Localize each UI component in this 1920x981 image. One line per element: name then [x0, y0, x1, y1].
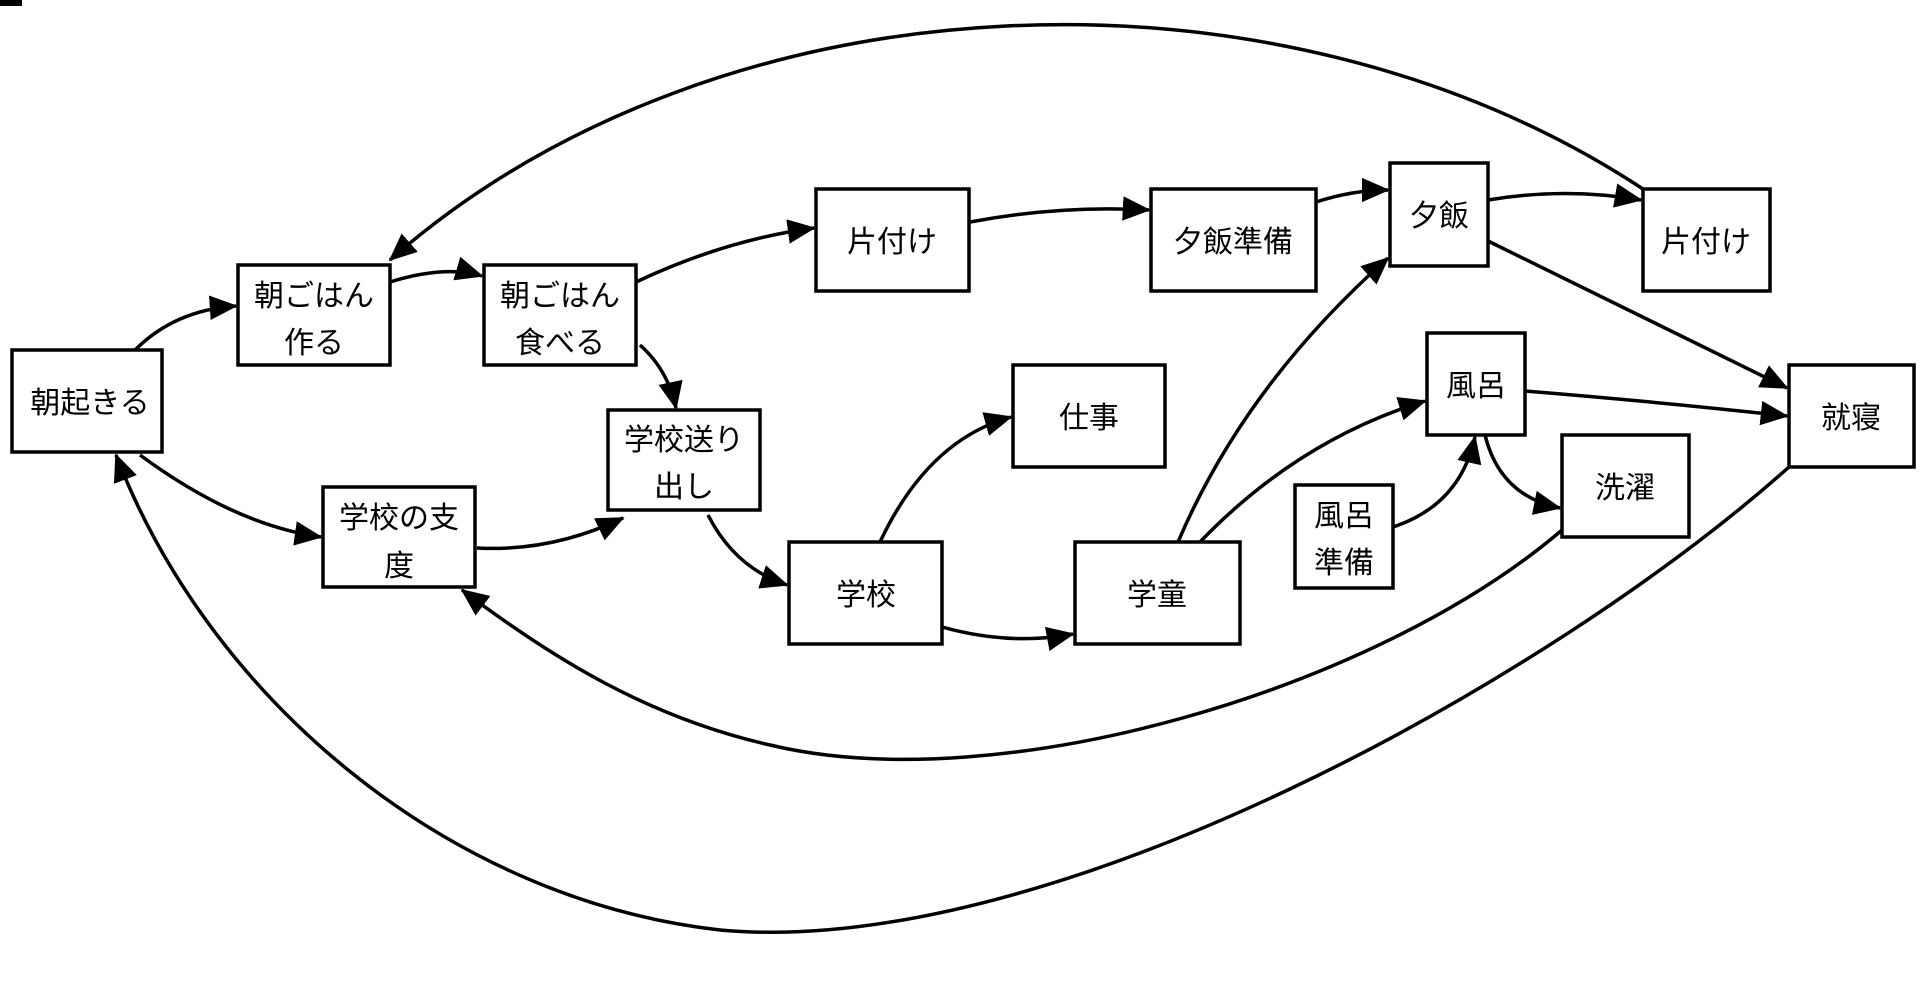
node-label-sleep-line1: 就寝	[1821, 401, 1881, 436]
node-label-eat_bf-line2: 食べる	[515, 326, 605, 361]
node-box-cleanup2	[1641, 187, 1772, 293]
node-box-dinner_prep	[1149, 187, 1318, 293]
node-wake: 朝起きる	[10, 348, 164, 454]
node-label-school_prep-line1: 学校の支	[339, 501, 459, 536]
node-sleep: 就寝	[1787, 363, 1916, 469]
node-label-cleanup1-line1: 片付け	[847, 225, 937, 260]
edge-gakudo-to-bath	[1198, 397, 1427, 544]
edge-gakudo-to-dinner	[1176, 256, 1390, 543]
node-box-school	[787, 540, 944, 646]
edge-wake-to-school_prep	[138, 453, 323, 546]
edge-dinner_prep-to-dinner	[1315, 177, 1390, 204]
node-box-bath_prep	[1293, 483, 1395, 590]
node-label-send_off-line2: 出し	[654, 470, 714, 505]
node-label-dinner-line1: 夕飯	[1409, 199, 1469, 234]
node-label-send_off-line1: 学校送り	[624, 423, 744, 458]
edge-bath-to-laundry	[1483, 434, 1562, 515]
node-label-make_bf-line2: 作る	[284, 326, 344, 361]
edge-cleanup2-to-make_bf	[388, 22, 1644, 262]
edge-eat_bf-to-send_off	[638, 343, 683, 410]
node-box-gakudo	[1073, 540, 1242, 646]
node-cleanup1: 片付け	[814, 187, 971, 293]
edge-bath_prep-to-bath	[1392, 435, 1482, 529]
edge-sleep-to-wake	[113, 453, 1791, 934]
node-label-gakudo-line1: 学童	[1127, 578, 1187, 613]
edge-school_prep-to-send_off	[476, 516, 625, 551]
node-box-send_off	[606, 408, 762, 512]
node-cleanup2: 片付け	[1641, 187, 1772, 293]
node-label-school_prep-line2: 度	[384, 549, 414, 584]
node-label-bath_prep-line1: 風呂	[1314, 499, 1374, 534]
node-dinner: 夕飯	[1388, 161, 1490, 268]
node-label-laundry-line1: 洗濯	[1595, 471, 1655, 506]
edges-layer	[113, 22, 1791, 934]
edge-cleanup1-to-dinner_prep	[969, 196, 1151, 224]
node-box-cleanup1	[814, 187, 971, 293]
node-bath: 風呂	[1425, 331, 1527, 437]
node-dinner_prep: 夕飯準備	[1149, 187, 1318, 293]
node-laundry: 洗濯	[1560, 433, 1691, 539]
node-label-make_bf-line1: 朝ごはん	[254, 279, 374, 314]
node-label-bath-line1: 風呂	[1446, 369, 1506, 404]
node-label-bath_prep-line2: 準備	[1314, 546, 1374, 581]
node-label-cleanup2-line1: 片付け	[1661, 225, 1751, 260]
corner-mark	[0, 0, 22, 6]
edge-laundry-to-school_prep	[460, 528, 1564, 762]
edge-send_off-to-school	[706, 514, 789, 589]
edge-make_bf-to-eat_bf	[389, 256, 484, 284]
node-gakudo: 学童	[1073, 540, 1242, 646]
edge-bath-to-sleep	[1524, 389, 1789, 426]
node-box-bath	[1425, 331, 1527, 437]
node-label-school-line1: 学校	[836, 578, 896, 613]
edge-dinner-to-sleep	[1487, 239, 1789, 390]
node-box-work	[1011, 363, 1167, 469]
edge-wake-to-make_bf	[133, 295, 238, 352]
node-label-eat_bf-line1: 朝ごはん	[500, 279, 620, 314]
edge-school-to-work	[878, 412, 1013, 543]
node-label-dinner_prep-line1: 夕飯準備	[1173, 225, 1293, 260]
node-box-make_bf	[236, 263, 392, 367]
node-box-dinner	[1388, 161, 1490, 268]
node-box-school_prep	[321, 485, 477, 589]
edge-dinner-to-cleanup2	[1487, 183, 1643, 208]
node-box-sleep	[1787, 363, 1916, 469]
edge-eat_bf-to-cleanup1	[635, 219, 816, 284]
node-box-eat_bf	[482, 263, 638, 367]
node-box-laundry	[1560, 433, 1691, 539]
node-school: 学校	[787, 540, 944, 646]
node-label-work-line1: 仕事	[1059, 401, 1119, 436]
node-box-wake	[10, 348, 164, 454]
node-work: 仕事	[1011, 363, 1167, 469]
edge-school-to-gakudo	[941, 625, 1075, 651]
node-label-wake-line1: 朝起きる	[30, 386, 149, 421]
nodes-layer: 朝起きる朝ごはん作る朝ごはん食べる学校の支度学校送り出し片付け学校仕事夕飯準備学…	[10, 161, 1916, 646]
